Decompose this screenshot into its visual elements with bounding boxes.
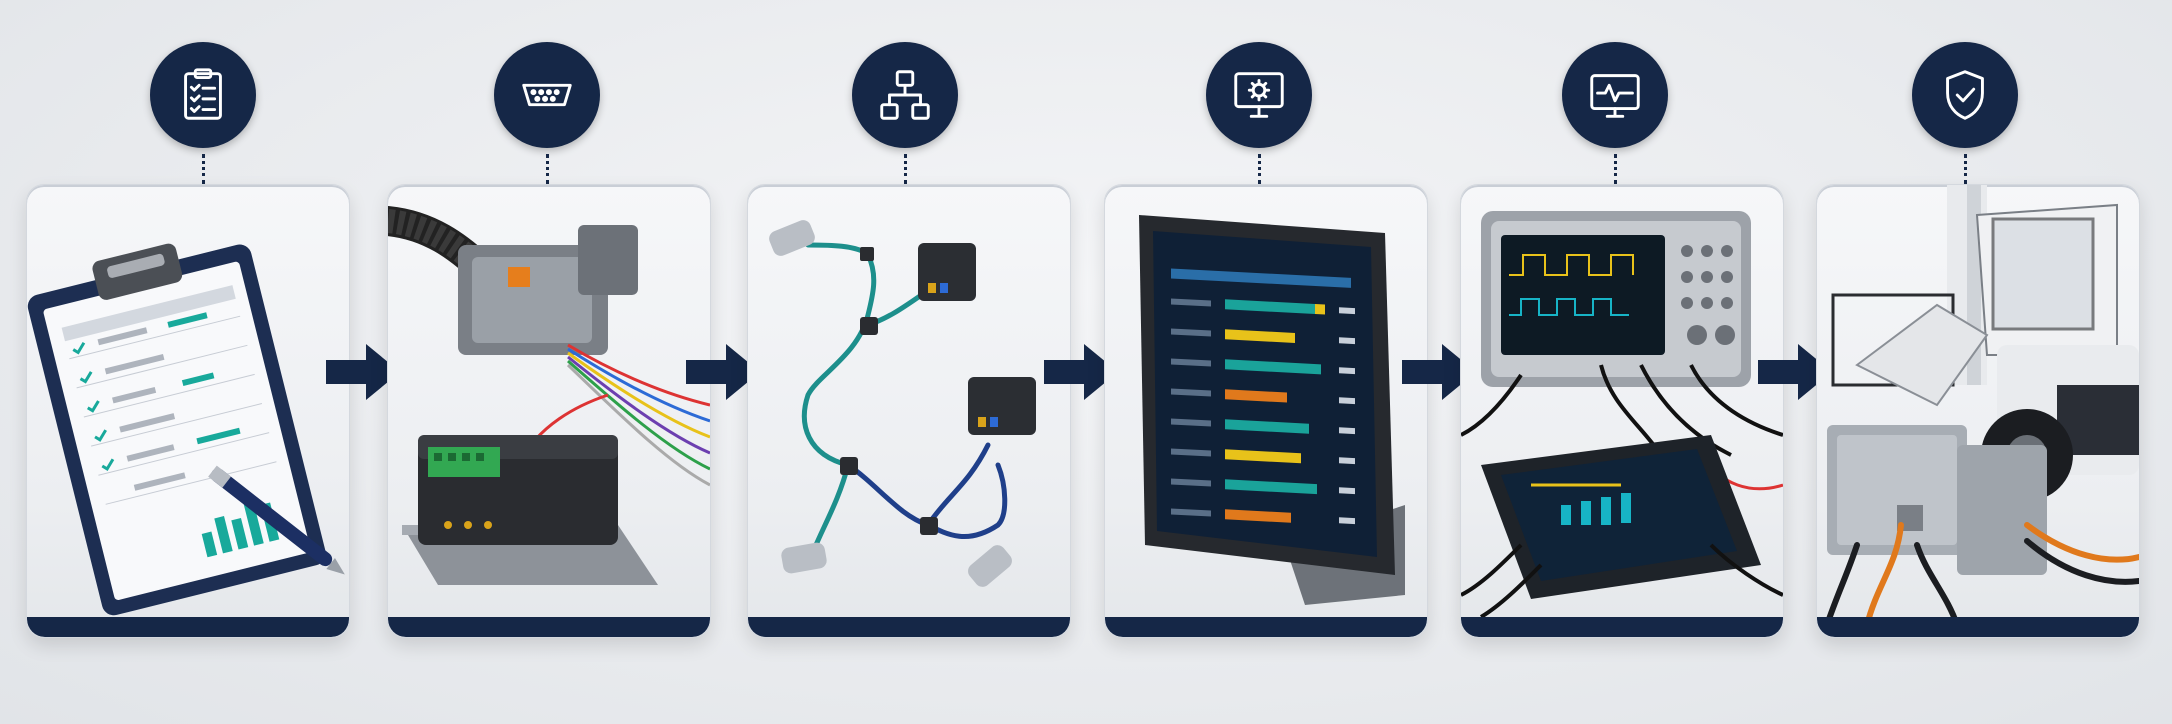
network-hierarchy-icon: [852, 42, 958, 148]
step-card-machine: [1816, 184, 2140, 638]
arrow-2: [686, 342, 762, 402]
step-card-network: [747, 184, 1071, 638]
arrow-5: [1758, 342, 1834, 402]
step-card-checklist: [26, 184, 350, 638]
connector-dots: [1964, 154, 1967, 184]
connector-dots: [904, 154, 907, 184]
clipboard-checklist-icon: [150, 42, 256, 148]
connector-dots: [1614, 154, 1617, 184]
step-card-wiring: [387, 184, 711, 638]
waveform-monitor-icon: [1562, 42, 1668, 148]
step-card-display: [1104, 184, 1428, 638]
wiring-harness-illustration: [388, 206, 710, 585]
machine-illustration: [1824, 185, 2139, 628]
connector-dots: [1258, 154, 1261, 184]
connector-dots: [202, 154, 205, 184]
cable-network-illustration: [769, 220, 1036, 587]
arrow-4: [1402, 342, 1478, 402]
shield-check-icon: [1912, 42, 2018, 148]
connector-dots: [546, 154, 549, 184]
arrow-1: [326, 342, 402, 402]
arrow-3: [1044, 342, 1120, 402]
clipboard-illustration: [27, 243, 345, 616]
oscilloscope-illustration: [1461, 211, 1783, 619]
step-card-oscilloscope: [1460, 184, 1784, 638]
diagnostic-tablet-illustration: [1139, 215, 1405, 605]
monitor-gear-icon: [1206, 42, 1312, 148]
connector-port-icon: [494, 42, 600, 148]
